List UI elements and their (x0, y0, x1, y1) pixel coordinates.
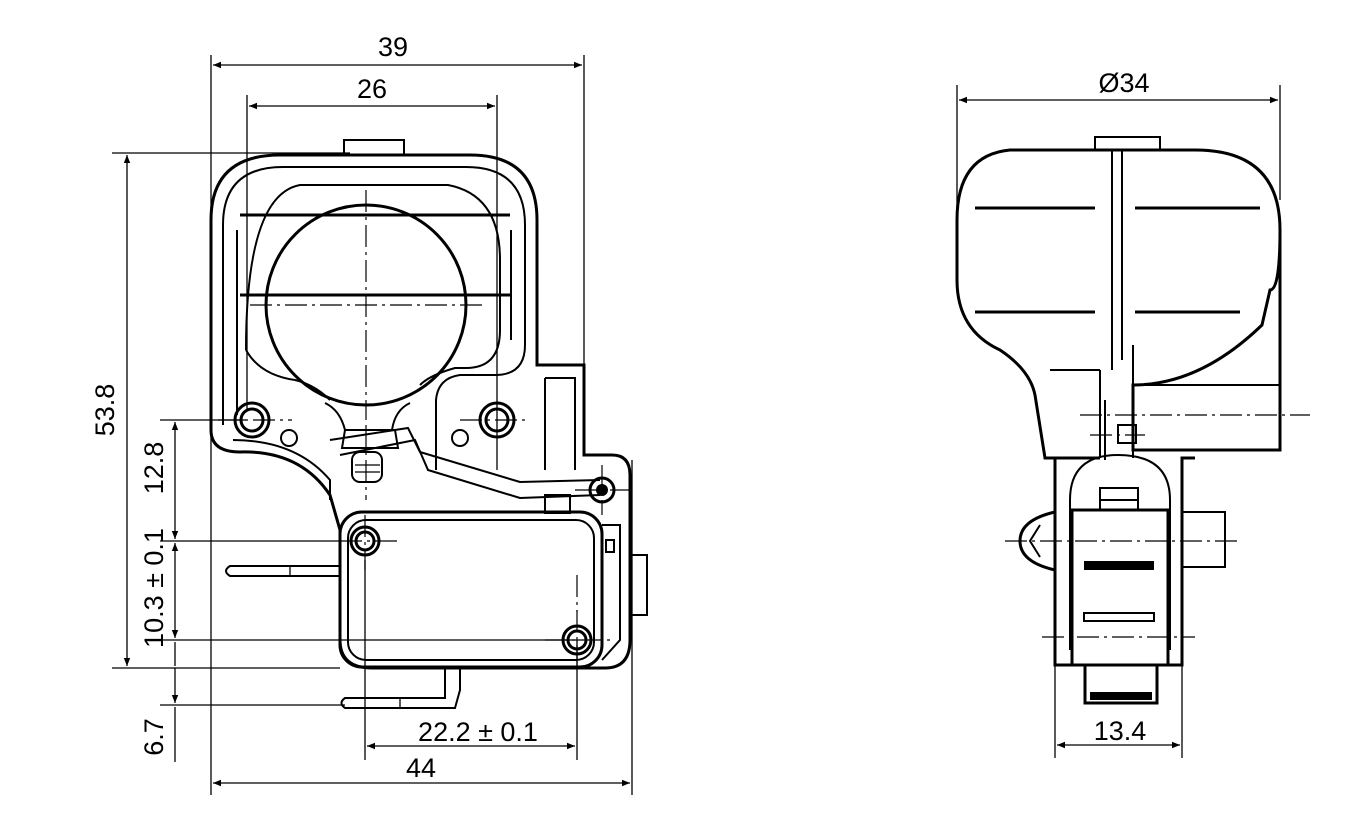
housing-inner-edge (222, 166, 526, 470)
plunger-mechanism (329, 425, 630, 515)
micro-switch (338, 494, 648, 669)
cap-contour (245, 184, 501, 386)
dim-39: 39 (378, 32, 408, 62)
dim-12-8: 12.8 (139, 442, 169, 495)
dim-44: 44 (406, 753, 436, 783)
side-cap (1095, 148, 1282, 452)
terminals (225, 565, 461, 709)
front-view: 39 26 53.8 12.8 10.3 ± 0.1 6.7 22.2 ± 0.… (90, 32, 648, 795)
housing-inner-edge-left (232, 439, 331, 500)
front-extension-lines (112, 55, 633, 795)
dim-13-4: 13.4 (1094, 716, 1147, 746)
side-view: Ø34 13.4 (955, 68, 1310, 758)
top-tab (343, 139, 405, 156)
dim-10-3: 10.3 ± 0.1 (139, 528, 169, 648)
dim-6-7: 6.7 (139, 718, 169, 756)
dim-diameter-34: Ø34 (1098, 68, 1149, 98)
dim-53-8: 53.8 (90, 384, 120, 437)
handle-housing (209, 153, 632, 670)
dim-22-2: 22.2 ± 0.1 (418, 717, 538, 747)
dim-26: 26 (357, 74, 387, 104)
front-dimensions (123, 61, 630, 787)
